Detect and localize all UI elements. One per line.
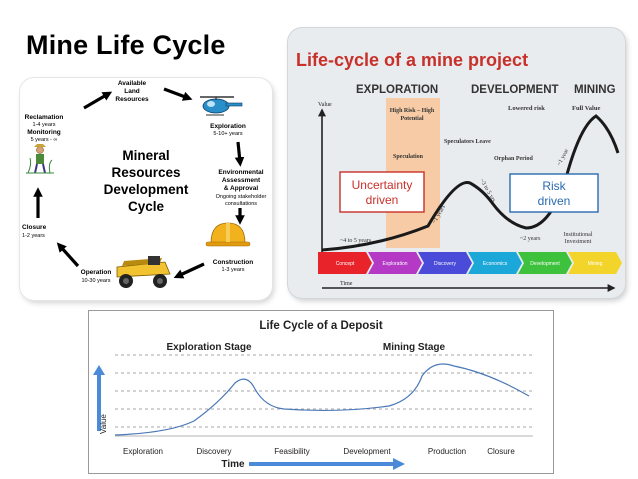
risk-line-2: driven: [538, 194, 571, 208]
note-years-2: ~2 years: [520, 236, 541, 242]
stage-chevron-label-development: Development: [530, 261, 560, 267]
risk-line-1: Risk: [542, 179, 566, 193]
deposit-tick-development: Development: [343, 447, 391, 456]
stage-closure-duration: 1-2 years: [22, 233, 45, 239]
stage-reclamation-duration: 5 years - ∞: [31, 137, 58, 143]
stage-chevron-discovery: [418, 252, 472, 274]
phase-exploration: EXPLORATION: [356, 84, 438, 96]
stage-reclamation-line-3: Monitoring: [27, 129, 61, 136]
note-full-value: Full Value: [572, 105, 600, 112]
phase-mining: MINING: [574, 84, 616, 96]
deposit-y-arrow-head: [93, 365, 105, 375]
note-institutional-1: Institutional: [564, 232, 593, 238]
stage-chevron-label-economics: Economics: [483, 261, 508, 267]
note-high-risk-2: Potential: [401, 116, 424, 122]
mine-project-panel: Life-cycle of a mine project EXPLORATION…: [288, 28, 625, 298]
note-orphan-period: Orphan Period: [494, 156, 533, 162]
farmer-icon: [26, 144, 54, 174]
stage-chevron-label-exploration: Exploration: [382, 261, 407, 267]
deposit-chart: Life Cycle of a Deposit Exploration Stag…: [93, 320, 533, 470]
stage-exploration-duration: 5-10+ years: [213, 131, 242, 137]
stage-reclamation-line-1: Reclamation: [25, 114, 64, 121]
stage-env-line-3: & Approval: [224, 185, 259, 192]
mineral-cycle-diagram: Mineral Resources Development Cycle Avai…: [22, 80, 267, 288]
stage-construction-label: Construction: [213, 259, 253, 266]
stage-env-line-5: consultations: [225, 201, 257, 207]
stage-chevron-label-mining: Mining: [588, 261, 603, 267]
project-x-label: Time: [340, 281, 353, 287]
stage-chevron-label-discovery: Discovery: [434, 261, 456, 267]
stage-available-line-3: Resources: [115, 96, 149, 103]
deposit-x-arrow: [249, 462, 395, 466]
cycle-center-line-2: Resources: [111, 165, 180, 180]
mine-project-chart: Life-cycle of a mine project EXPLORATION…: [296, 50, 622, 292]
note-years-1b: ~1 year: [556, 148, 570, 167]
stage-available-line-1: Available: [118, 80, 147, 87]
project-y-label: Value: [318, 102, 332, 108]
stage-available-line-2: Land: [124, 88, 140, 95]
note-lowered-risk: Lowered risk: [508, 105, 545, 112]
cycle-center-line-3: Development: [104, 182, 189, 197]
stage-env-line-1: Environmental: [218, 169, 263, 176]
arrow-operation-to-closure: [56, 242, 80, 268]
deposit-tick-closure: Closure: [487, 447, 515, 456]
arrow-exploration-to-env: [234, 141, 245, 167]
deposit-x-label: Time: [221, 459, 245, 470]
stage-env-line-4: Ongoing stakeholder: [216, 194, 267, 200]
stage-construction-duration: 1-3 years: [222, 267, 245, 273]
deposit-title: Life Cycle of a Deposit: [259, 320, 383, 332]
stage-exploration-label: Exploration: [210, 123, 246, 130]
note-years-4-5: ~4 to 5 years: [340, 238, 372, 244]
stage-chevron-label-concept: Concept: [336, 261, 355, 267]
stage-operation-duration: 10-30 years: [81, 278, 110, 284]
arrow-construction-to-operation: [173, 262, 205, 279]
note-institutional-2: Investment: [565, 239, 592, 245]
stage-env-line-2: Assessment: [222, 177, 261, 184]
stage-operation-label: Operation: [81, 269, 112, 276]
page-title: Mine Life Cycle: [26, 30, 226, 60]
note-speculators-leave: Speculators Leave: [444, 139, 491, 145]
stage-chevron-concept: [318, 252, 372, 274]
deposit-panel: Life Cycle of a Deposit Exploration Stag…: [88, 310, 554, 474]
stage-reclamation-line-2: 1-4 years: [33, 122, 56, 128]
uncertainty-line-2: driven: [366, 193, 399, 207]
deposit-stage-left: Exploration Stage: [166, 342, 251, 353]
project-title: Life-cycle of a mine project: [296, 50, 528, 70]
deposit-tick-feasibility: Feasibility: [274, 447, 310, 456]
uncertainty-box: [339, 171, 425, 213]
haul-truck-icon: [116, 256, 171, 288]
stage-chevron-mining: [568, 252, 622, 274]
stage-chevron-economics: [468, 252, 522, 274]
stage-closure-label: Closure: [22, 224, 47, 231]
mineral-cycle-panel: Mineral Resources Development Cycle Avai…: [20, 78, 272, 300]
deposit-tick-production: Production: [428, 447, 466, 456]
deposit-tick-discovery: Discovery: [196, 447, 231, 456]
note-high-risk-1: High Risk – High: [390, 108, 435, 114]
cycle-center-line-4: Cycle: [128, 199, 165, 214]
phase-development: DEVELOPMENT: [471, 84, 559, 96]
deposit-gridlines: [115, 354, 533, 428]
stage-chevron-exploration: [368, 252, 422, 274]
risk-box: [509, 173, 599, 213]
note-speculation: Speculation: [393, 154, 424, 160]
hard-hat-icon: [205, 222, 251, 247]
deposit-x-arrow-head: [393, 458, 405, 470]
uncertainty-line-1: Uncertainty: [352, 178, 413, 192]
stage-chevron-development: [518, 252, 572, 274]
value-curve: [321, 114, 620, 252]
stage-chevrons: Concept Exploration Discovery Economics Deve…: [318, 252, 622, 274]
deposit-tick-exploration: Exploration: [123, 447, 163, 456]
deposit-y-arrow: [97, 373, 101, 431]
deposit-y-label: Value: [99, 414, 108, 434]
helicopter-icon: [200, 96, 243, 116]
arrow-reclamation-to-available: [83, 91, 113, 110]
cycle-center-line-1: Mineral: [122, 148, 169, 163]
deposit-stage-right: Mining Stage: [383, 342, 446, 353]
arrow-available-to-exploration: [163, 87, 193, 101]
deposit-curve: [114, 363, 530, 436]
